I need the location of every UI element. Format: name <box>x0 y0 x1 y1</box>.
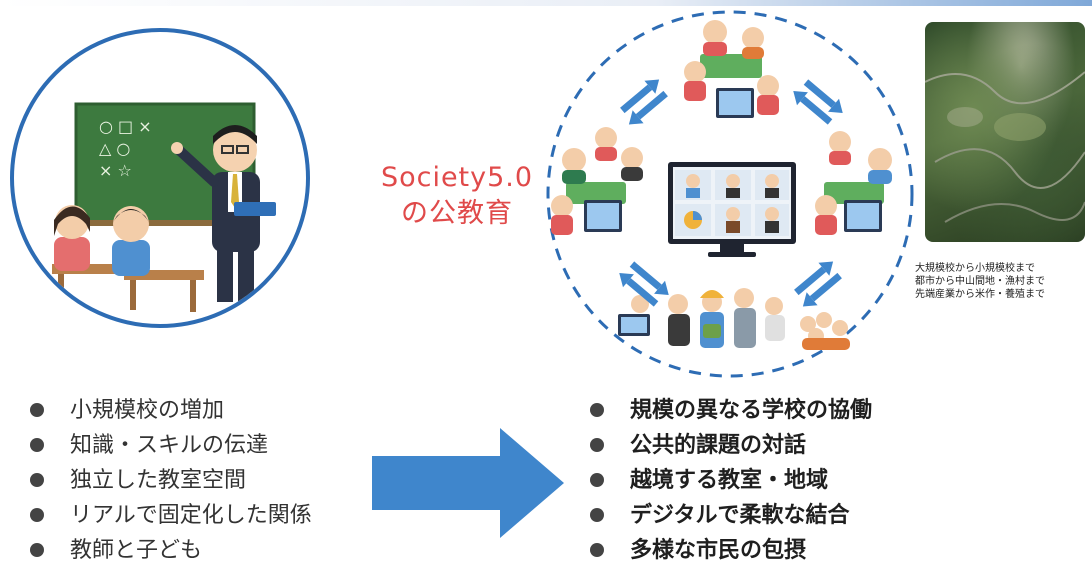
current-traits-list: 小規模校の増加 知識・スキルの伝達 独立した教室空間 リアルで固定化した関係 教… <box>30 393 312 568</box>
group-left <box>551 127 643 235</box>
bullet-icon <box>590 473 604 487</box>
list-item: 教師と子ども <box>30 533 312 568</box>
bullet-icon <box>30 543 44 557</box>
list-item: デジタルで柔軟な結合 <box>590 498 872 533</box>
arrow-pair-top-left <box>620 79 668 125</box>
society-label-line-1: Society5.0 <box>380 162 534 193</box>
list-item: 規模の異なる学校の協働 <box>590 393 872 428</box>
list-item-text: 独立した教室空間 <box>70 468 247 493</box>
bullet-icon <box>30 508 44 522</box>
group-top <box>684 20 779 118</box>
arrow-pair-bottom-left <box>619 261 669 307</box>
list-item: 多様な市民の包摂 <box>590 533 872 568</box>
bullet-icon <box>30 438 44 452</box>
list-item-text: 規模の異なる学校の協働 <box>630 398 873 423</box>
student-boy <box>112 206 150 276</box>
group-right <box>815 131 892 235</box>
list-item-text: 教師と子ども <box>70 538 203 563</box>
bullet-icon <box>30 403 44 417</box>
list-item: 越境する教室・地域 <box>590 463 872 498</box>
bullet-icon <box>590 403 604 417</box>
photo-caption: 大規模校から小規模校まで 都市から中山間地・漁村まで 先端産業から米作・養殖まで <box>915 262 1092 301</box>
list-item-text: 多様な市民の包摂 <box>630 538 807 563</box>
arrow-pair-top-right <box>793 79 843 125</box>
list-item: リアルで固定化した関係 <box>30 498 312 533</box>
list-item-text: 小規模校の増加 <box>70 398 225 423</box>
list-item-text: 公共的課題の対話 <box>630 433 807 458</box>
list-item: 小規模校の増加 <box>30 393 312 428</box>
list-item-text: 越境する教室・地域 <box>630 468 829 493</box>
future-traits-list: 規模の異なる学校の協働 公共的課題の対話 越境する教室・地域 デジタルで柔軟な結… <box>590 393 872 568</box>
list-item: 知識・スキルの伝達 <box>30 428 312 463</box>
photo-caption-line-2: 都市から中山間地・漁村まで <box>915 276 1045 287</box>
dashed-boundary <box>546 10 914 378</box>
society-label: Society5.0 の公教育 <box>352 160 562 232</box>
network-diagram <box>546 10 914 378</box>
list-item: 公共的課題の対話 <box>590 428 872 463</box>
classroom-illustration: ○ □ × △ ○ × ☆ <box>10 28 310 328</box>
bullet-icon <box>590 543 604 557</box>
aerial-village-photo <box>925 22 1085 242</box>
exchange-arrows <box>619 79 843 307</box>
blackboard-mark-2: △ ○ <box>99 139 130 158</box>
list-item-text: 知識・スキルの伝達 <box>70 433 269 458</box>
list-item-text: デジタルで柔軟な結合 <box>630 503 850 528</box>
teacher-figure <box>171 125 276 302</box>
group-bottom <box>618 288 850 350</box>
blackboard-mark-1: ○ □ × <box>99 117 152 136</box>
society-label-line-2: の公教育 <box>401 198 513 229</box>
arrow-pair-bottom-right <box>794 261 842 307</box>
top-rule <box>0 0 1092 6</box>
bullet-icon <box>30 473 44 487</box>
transition-arrow-icon <box>372 428 564 538</box>
photo-caption-line-1: 大規模校から小規模校まで <box>915 263 1035 274</box>
list-item: 独立した教室空間 <box>30 463 312 498</box>
list-item-text: リアルで固定化した関係 <box>70 503 312 528</box>
blackboard-mark-3: × ☆ <box>99 161 132 180</box>
video-conference-monitor <box>668 162 796 257</box>
bullet-icon <box>590 508 604 522</box>
student-girl <box>54 205 90 271</box>
classroom-scene: ○ □ × △ ○ × ☆ <box>52 102 276 312</box>
photo-caption-line-3: 先端産業から米作・養殖まで <box>915 289 1045 300</box>
bullet-icon <box>590 438 604 452</box>
